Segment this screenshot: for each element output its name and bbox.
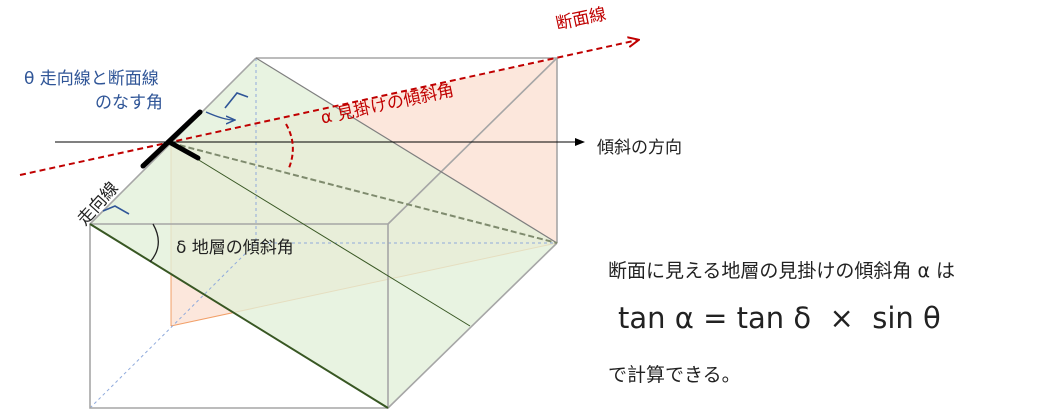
stratum-top-edge <box>255 57 558 244</box>
alpha-arc <box>285 123 294 169</box>
explanation-line1: 断面に見える地層の見掛けの傾斜角 α は <box>608 260 956 282</box>
strike-bar-long <box>140 109 203 169</box>
right-angle-marker <box>102 205 130 215</box>
stratum-plane <box>90 58 557 408</box>
strike-bar-tick <box>168 140 201 161</box>
stratum-trace <box>170 142 471 327</box>
delta-label: δ 地層の傾斜角 <box>176 238 294 258</box>
formula: tan α = tan δ × sin θ <box>618 301 941 335</box>
theta-label-line1: θ 走向線と断面線 <box>24 69 159 89</box>
apparent-dip-line <box>170 142 558 244</box>
stratum-dip-line <box>89 223 389 409</box>
theta-arc <box>205 111 234 120</box>
section-line-arrow <box>19 40 638 176</box>
explanation-line3: で計算できる。 <box>608 364 741 386</box>
theta-label-line2: のなす角 <box>95 93 163 113</box>
right-angle-marker <box>224 92 249 109</box>
dip-direction-label: 傾斜の方向 <box>597 138 682 158</box>
delta-arc <box>149 223 159 263</box>
